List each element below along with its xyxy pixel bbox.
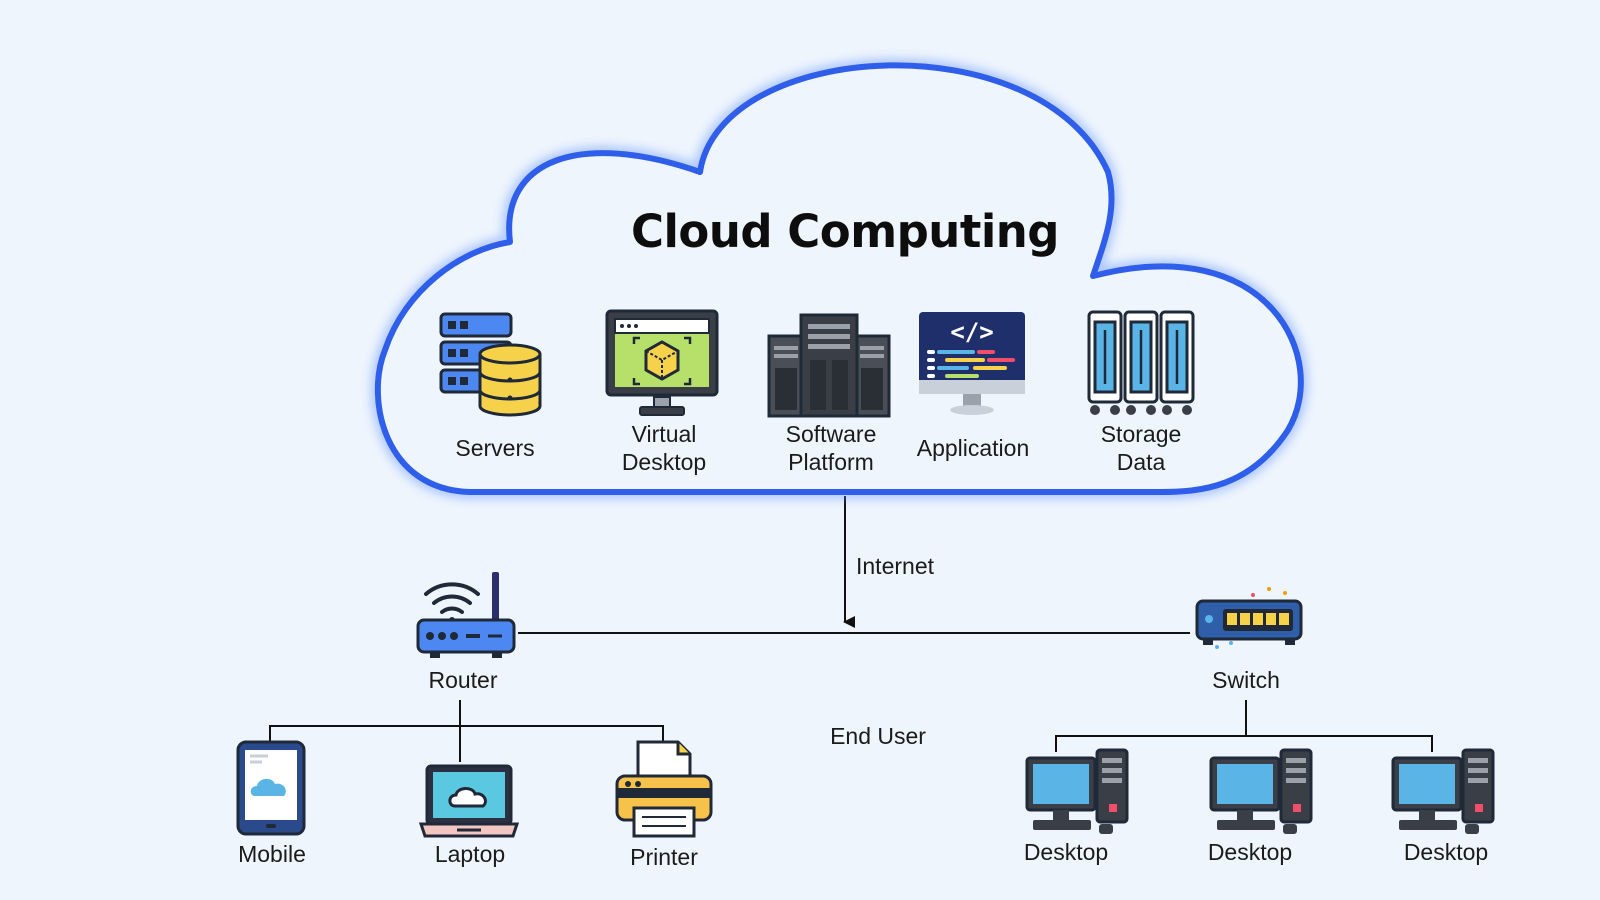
laptop-label: Laptop [434, 841, 506, 867]
switch-branch-line [1055, 735, 1433, 752]
printer-icon [615, 740, 713, 838]
server-database-icon [439, 312, 542, 417]
end-user-label: End User [830, 723, 926, 749]
internet-label: Internet [856, 553, 934, 579]
switch-icon [1195, 587, 1303, 649]
mobile-icon [236, 740, 306, 836]
laptop-icon [419, 764, 519, 838]
storage-cabinet-icon [1087, 310, 1195, 415]
service-label-virtual-desktop: Virtual Desktop [621, 421, 707, 475]
desktop-label: Desktop [1403, 839, 1489, 865]
virtual-desktop-icon [605, 309, 719, 416]
printer-label: Printer [630, 844, 698, 870]
router-branch-line [269, 725, 664, 744]
router-label: Router [428, 667, 498, 693]
mobile-label: Mobile [238, 841, 306, 867]
desktop-computer-icon [1025, 748, 1129, 834]
router-icon [416, 572, 516, 658]
svg-text:</>: </> [950, 318, 993, 346]
service-label-software-platform: Software Platform [785, 421, 877, 475]
desktop-computer-icon [1391, 748, 1495, 834]
desktop-label: Desktop [1023, 839, 1109, 865]
switch-label: Switch [1212, 667, 1280, 693]
server-rack-icon [767, 313, 891, 418]
service-label-storage-data: Storage Data [1100, 421, 1182, 475]
service-label-application: Application [916, 435, 1030, 461]
service-label-servers: Servers [455, 435, 535, 461]
diagram-title: Cloud Computing [630, 205, 1060, 258]
desktop-computer-icon [1209, 748, 1313, 834]
code-monitor-icon: </> [919, 312, 1025, 415]
desktop-label: Desktop [1207, 839, 1293, 865]
